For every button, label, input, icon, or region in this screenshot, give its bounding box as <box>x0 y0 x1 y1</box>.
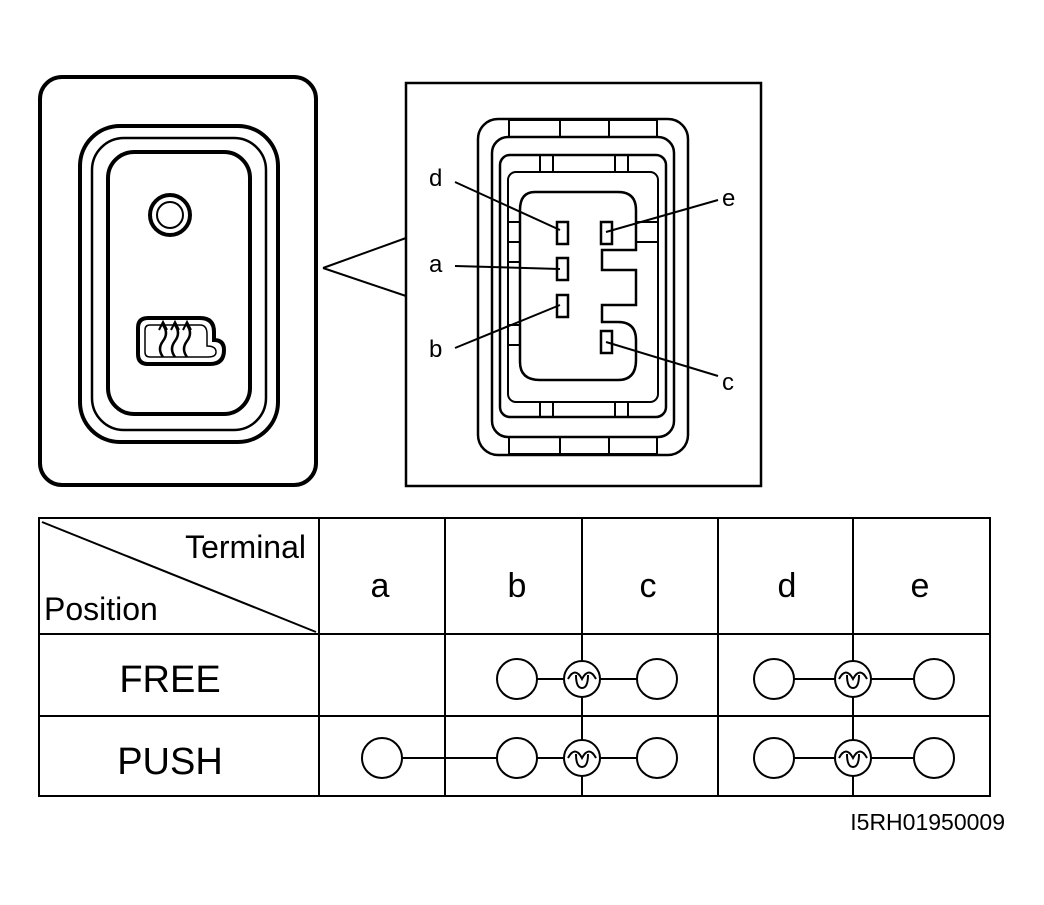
terminal-pin-c <box>599 329 614 355</box>
terminal-label-d: d <box>429 165 442 192</box>
terminal-label-a: a <box>429 251 443 278</box>
terminal-label-b: b <box>429 336 442 363</box>
terminal-header-d: d <box>778 567 797 605</box>
free-lamp-bc-icon <box>563 660 601 698</box>
free-terminal-c <box>636 658 678 700</box>
terminal-header-e: e <box>911 567 930 605</box>
rear-defogger-icon <box>136 316 227 366</box>
push-terminal-a <box>361 737 403 779</box>
terminal-header-b: b <box>508 567 527 605</box>
figure-id: I5RH01950009 <box>850 809 1005 835</box>
terminal-label-e: e <box>722 185 735 212</box>
row-position-free: FREE <box>119 659 220 701</box>
push-terminal-c <box>636 737 678 779</box>
free-terminal-b <box>496 658 538 700</box>
push-terminal-b <box>496 737 538 779</box>
free-row-connections <box>496 658 955 700</box>
push-terminal-e <box>913 737 955 779</box>
terminal-pin-e <box>599 220 614 246</box>
push-row-connections <box>361 737 955 779</box>
terminal-header-a: a <box>371 567 390 605</box>
connector-view: d a b e c <box>404 81 763 488</box>
free-terminal-d <box>753 658 795 700</box>
terminal-header-c: c <box>640 567 657 605</box>
corner-header-position: Position <box>44 591 158 627</box>
free-lamp-de-icon <box>834 660 872 698</box>
push-lamp-de-icon <box>834 739 872 777</box>
corner-header-terminal: Terminal <box>185 529 306 565</box>
free-terminal-e <box>913 658 955 700</box>
callout-pointer <box>322 237 407 297</box>
push-terminal-d <box>753 737 795 779</box>
terminal-label-c: c <box>722 369 734 396</box>
row-position-push: PUSH <box>117 741 223 783</box>
terminal-pin-d <box>555 220 570 246</box>
indicator-lamp-icon <box>148 193 192 237</box>
continuity-table: Terminal Position a b c d e FREE PUSH <box>38 517 991 797</box>
push-lamp-bc-icon <box>563 739 601 777</box>
switch-front-view <box>38 75 318 487</box>
